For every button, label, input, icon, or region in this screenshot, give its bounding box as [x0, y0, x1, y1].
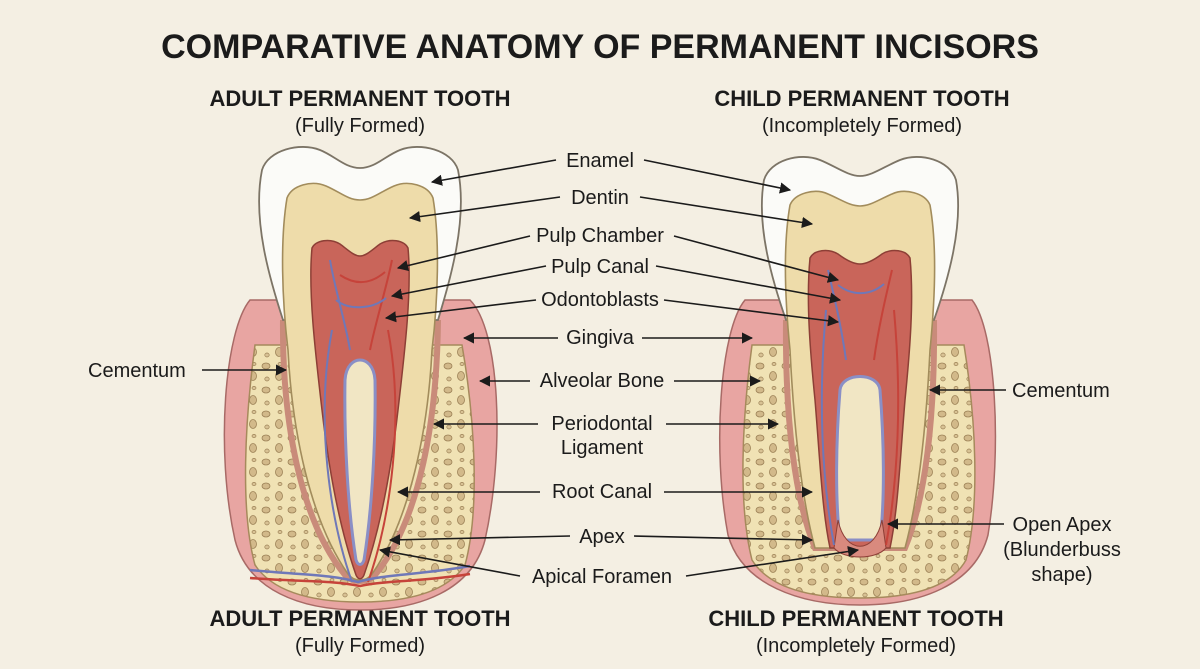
adult-nerves-vessels	[249, 259, 471, 588]
adult-tooth	[223, 146, 498, 611]
leader-apical-foramen-adult	[378, 546, 521, 577]
leader-apex-adult	[388, 534, 571, 546]
label-gingiva: Gingiva	[566, 327, 635, 349]
leader-odontoblasts-adult	[384, 299, 537, 323]
label-pulp-chamber: Pulp Chamber	[536, 225, 664, 247]
adult-subheading-top: (Fully Formed)	[295, 115, 425, 137]
adult-subheading-bottom: (Fully Formed)	[295, 635, 425, 657]
leader-enamel-child	[643, 159, 792, 194]
label-periodontal-line1: Periodontal	[551, 413, 652, 435]
center-labels: Enamel Dentin Pulp Chamber Pulp Canal Od…	[378, 150, 860, 588]
leader-enamel-adult	[430, 159, 557, 186]
label-apex: Apex	[579, 526, 625, 548]
label-odontoblasts: Odontoblasts	[541, 289, 659, 311]
label-periodontal-line2: Ligament	[561, 437, 644, 459]
leader-pulp-canal-adult	[390, 265, 547, 300]
leader-apical-foramen-child	[685, 545, 860, 577]
child-subheading-bottom: (Incompletely Formed)	[756, 635, 956, 657]
child-subheading-top: (Incompletely Formed)	[762, 115, 962, 137]
adult-root-canal-core	[343, 358, 377, 566]
label-cementum-right: Cementum	[1012, 380, 1110, 402]
label-apical-foramen: Apical Foramen	[532, 566, 672, 588]
child-tooth	[719, 156, 997, 606]
label-open-apex-line1: Open Apex	[1013, 514, 1112, 536]
label-open-apex-line2: (Blunderbuss	[1003, 539, 1121, 561]
label-alveolar-bone: Alveolar Bone	[540, 370, 665, 392]
leader-pulp-canal-child	[655, 265, 842, 304]
label-dentin: Dentin	[571, 187, 629, 209]
child-heading-bottom: CHILD PERMANENT TOOTH	[708, 606, 1003, 631]
page-title: COMPARATIVE ANATOMY OF PERMANENT INCISOR…	[161, 28, 1039, 66]
leader-pulp-chamber-adult	[396, 235, 531, 272]
leader-apex-child	[633, 534, 814, 546]
leader-dentin-adult	[408, 196, 561, 223]
side-labels: Cementum Cementum Open Apex (Blunderbuss…	[88, 360, 1121, 586]
child-open-apex-tissue	[833, 519, 887, 558]
label-open-apex-line3: shape)	[1031, 564, 1092, 586]
label-cementum-left: Cementum	[88, 360, 186, 382]
label-root-canal: Root Canal	[552, 481, 652, 503]
child-root-canal-core	[835, 375, 885, 542]
adult-heading-bottom: ADULT PERMANENT TOOTH	[209, 606, 510, 631]
label-enamel: Enamel	[566, 150, 634, 172]
label-pulp-canal: Pulp Canal	[551, 256, 649, 278]
leader-odontoblasts-child	[663, 299, 840, 327]
leader-dentin-child	[639, 196, 814, 228]
adult-heading-top: ADULT PERMANENT TOOTH	[209, 86, 510, 111]
child-heading-top: CHILD PERMANENT TOOTH	[714, 86, 1009, 111]
leader-pulp-chamber-child	[673, 235, 840, 283]
